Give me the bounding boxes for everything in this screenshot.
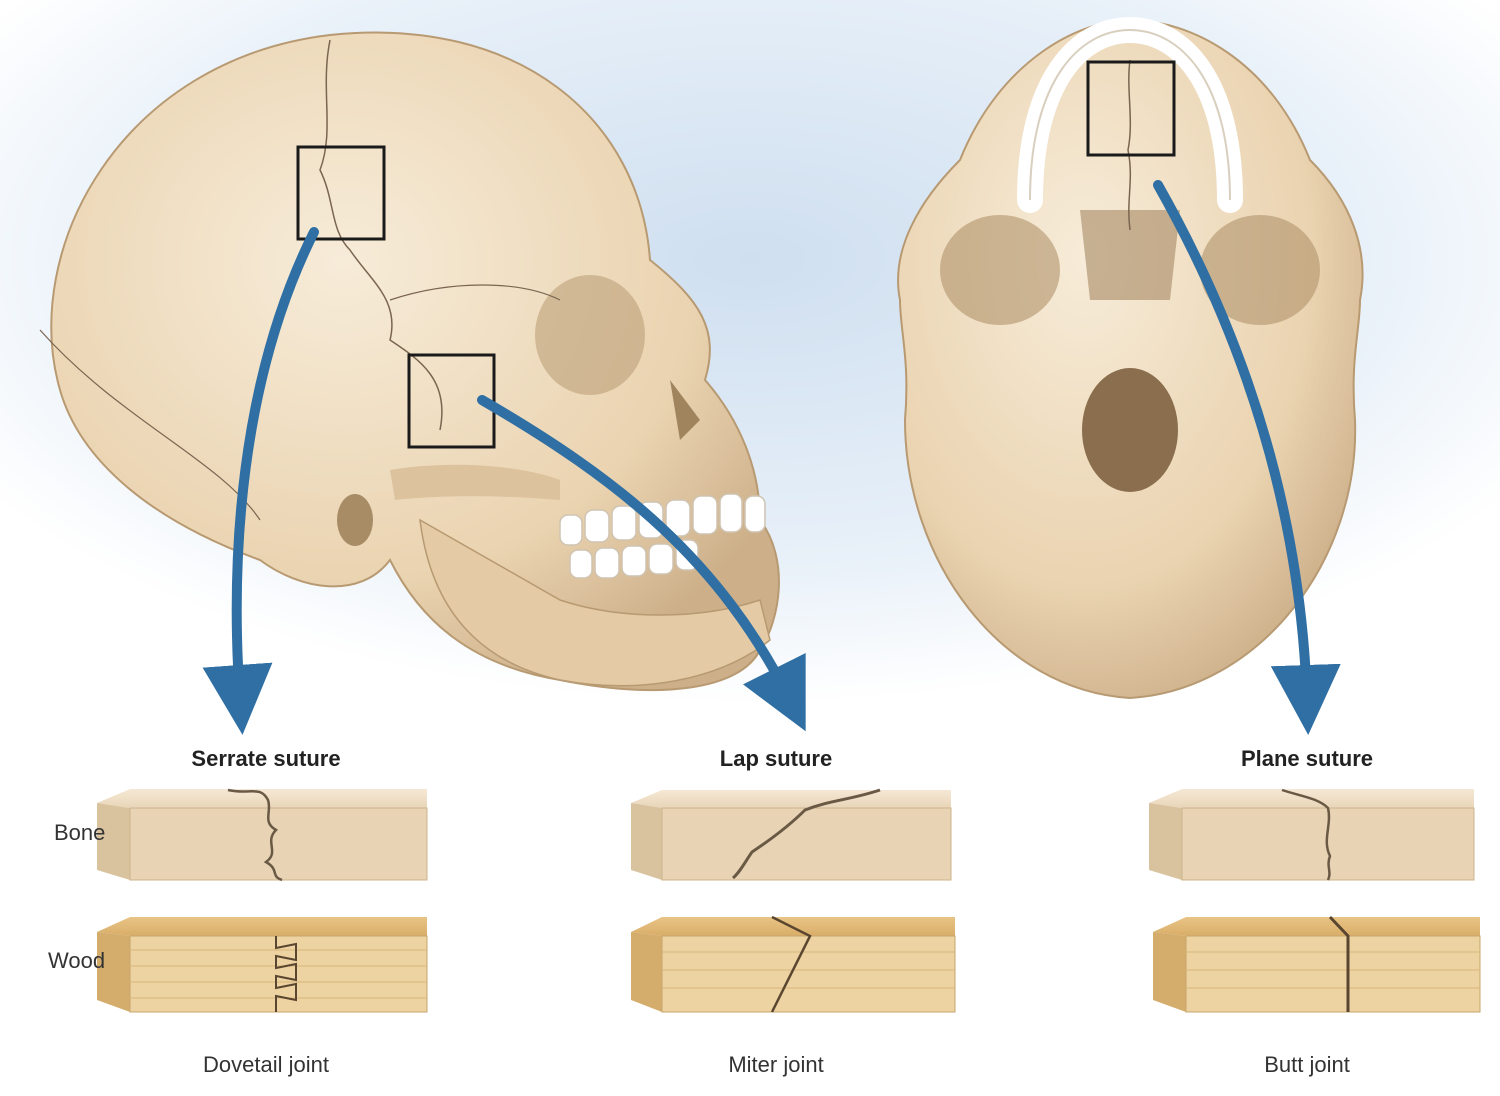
plane-inset-box (1086, 60, 1176, 157)
inferior-skull (897, 16, 1364, 700)
miter-joint-caption: Miter joint (728, 1052, 824, 1077)
butt-joint-caption: Butt joint (1264, 1052, 1350, 1077)
plane-suture-title: Plane suture (1240, 746, 1374, 771)
bone-block-serrate (97, 788, 428, 882)
arrows (202, 180, 1341, 735)
bone-block-lap (631, 788, 952, 881)
serrate-inset-box (296, 145, 386, 241)
arrow-lap (477, 395, 806, 732)
serrate-suture-title: Serrate suture (191, 746, 341, 771)
lap-inset-box (407, 353, 496, 449)
arrow-plane (1153, 180, 1341, 735)
wood-block-butt (1153, 915, 1481, 1013)
bone-block-plane (1149, 788, 1475, 881)
row-label-wood: Wood (48, 948, 106, 973)
dovetail-joint-caption: Dovetail joint (203, 1052, 329, 1077)
lateral-skull (39, 31, 780, 691)
lap-suture-title: Lap suture (719, 746, 833, 771)
wood-blocks (97, 915, 1481, 1013)
wood-block-miter (631, 915, 956, 1013)
row-label-bone: Bone (54, 820, 106, 845)
wood-block-dovetail (97, 917, 428, 1013)
bone-blocks (97, 788, 1475, 882)
arrow-serrate (202, 227, 319, 735)
